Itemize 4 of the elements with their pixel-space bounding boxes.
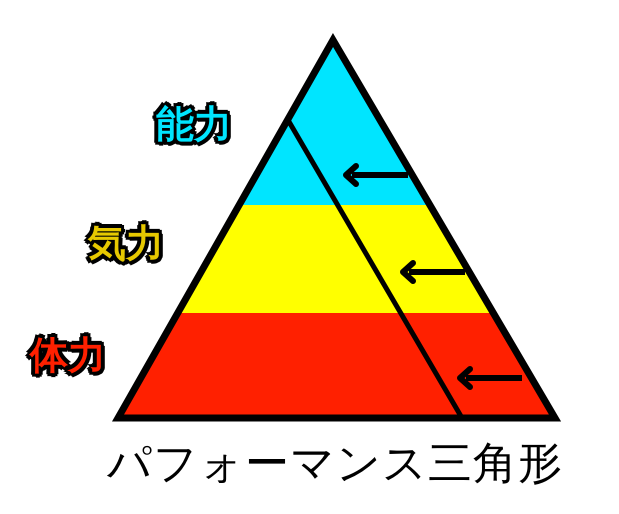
- band-label: 体力: [30, 335, 106, 375]
- band-label: 能力: [156, 104, 232, 144]
- band-label: 気力: [88, 223, 164, 263]
- diagram-title: パフォーマンス三角形: [106, 438, 564, 490]
